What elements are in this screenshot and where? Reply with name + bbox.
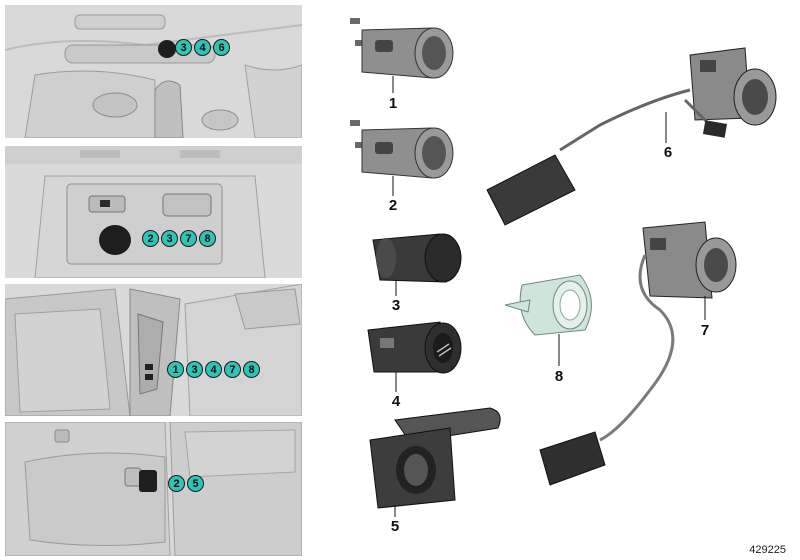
callout-bubble[interactable]: 3 [186,361,203,378]
part-number-label: 5 [390,518,400,535]
callout-bubble[interactable]: 8 [243,361,260,378]
part-number-label: 4 [391,393,401,410]
panel-luggage-compartment: 2 5 [5,422,302,556]
callout-bubble[interactable]: 1 [167,361,184,378]
panel-rear-console: 2 3 7 8 [5,146,302,278]
callouts-rear-console: 2 3 7 8 [142,230,216,247]
part-number-label: 3 [391,297,401,314]
panel-front-console: 3 4 6 [5,5,302,138]
front-console-illustration [5,5,302,138]
callout-bubble[interactable]: 7 [180,230,197,247]
rear-seat-side-illustration [5,284,302,416]
callout-bubble[interactable]: 3 [175,39,192,56]
callout-bubble[interactable]: 4 [205,361,222,378]
callout-bubble[interactable]: 6 [213,39,230,56]
luggage-compartment-illustration [5,422,302,556]
cigarette-lighter-icon[interactable] [367,321,462,392]
panel-rear-seat-side: 1 3 4 7 8 [5,284,302,416]
socket-housing-icon[interactable] [350,18,454,93]
callout-bubble[interactable]: 5 [187,475,204,492]
socket-cap-icon[interactable] [372,233,462,296]
callouts-rear-seat-side: 1 3 4 7 8 [167,361,260,378]
part-number-label: 7 [700,322,710,339]
callout-bubble[interactable]: 3 [161,230,178,247]
part-number-label: 6 [663,144,673,161]
callouts-luggage-compartment: 2 5 [168,475,204,492]
catalog-number: 429225 [749,544,786,556]
socket-housing-icon[interactable] [350,120,454,196]
socket-with-cable-icon[interactable] [486,47,777,226]
socket-with-cable-icon[interactable] [539,221,737,486]
part-number-label: 2 [388,197,398,214]
callout-bubble[interactable]: 4 [194,39,211,56]
part-number-label: 8 [554,368,564,385]
callout-bubble[interactable]: 8 [199,230,216,247]
retaining-ring-icon[interactable] [504,274,592,366]
socket-with-cover-icon[interactable] [369,407,501,517]
callout-bubble[interactable]: 2 [142,230,159,247]
callout-bubble[interactable]: 7 [224,361,241,378]
part-number-label: 1 [388,95,398,112]
callouts-front-console: 3 4 6 [175,39,230,56]
callout-bubble[interactable]: 2 [168,475,185,492]
